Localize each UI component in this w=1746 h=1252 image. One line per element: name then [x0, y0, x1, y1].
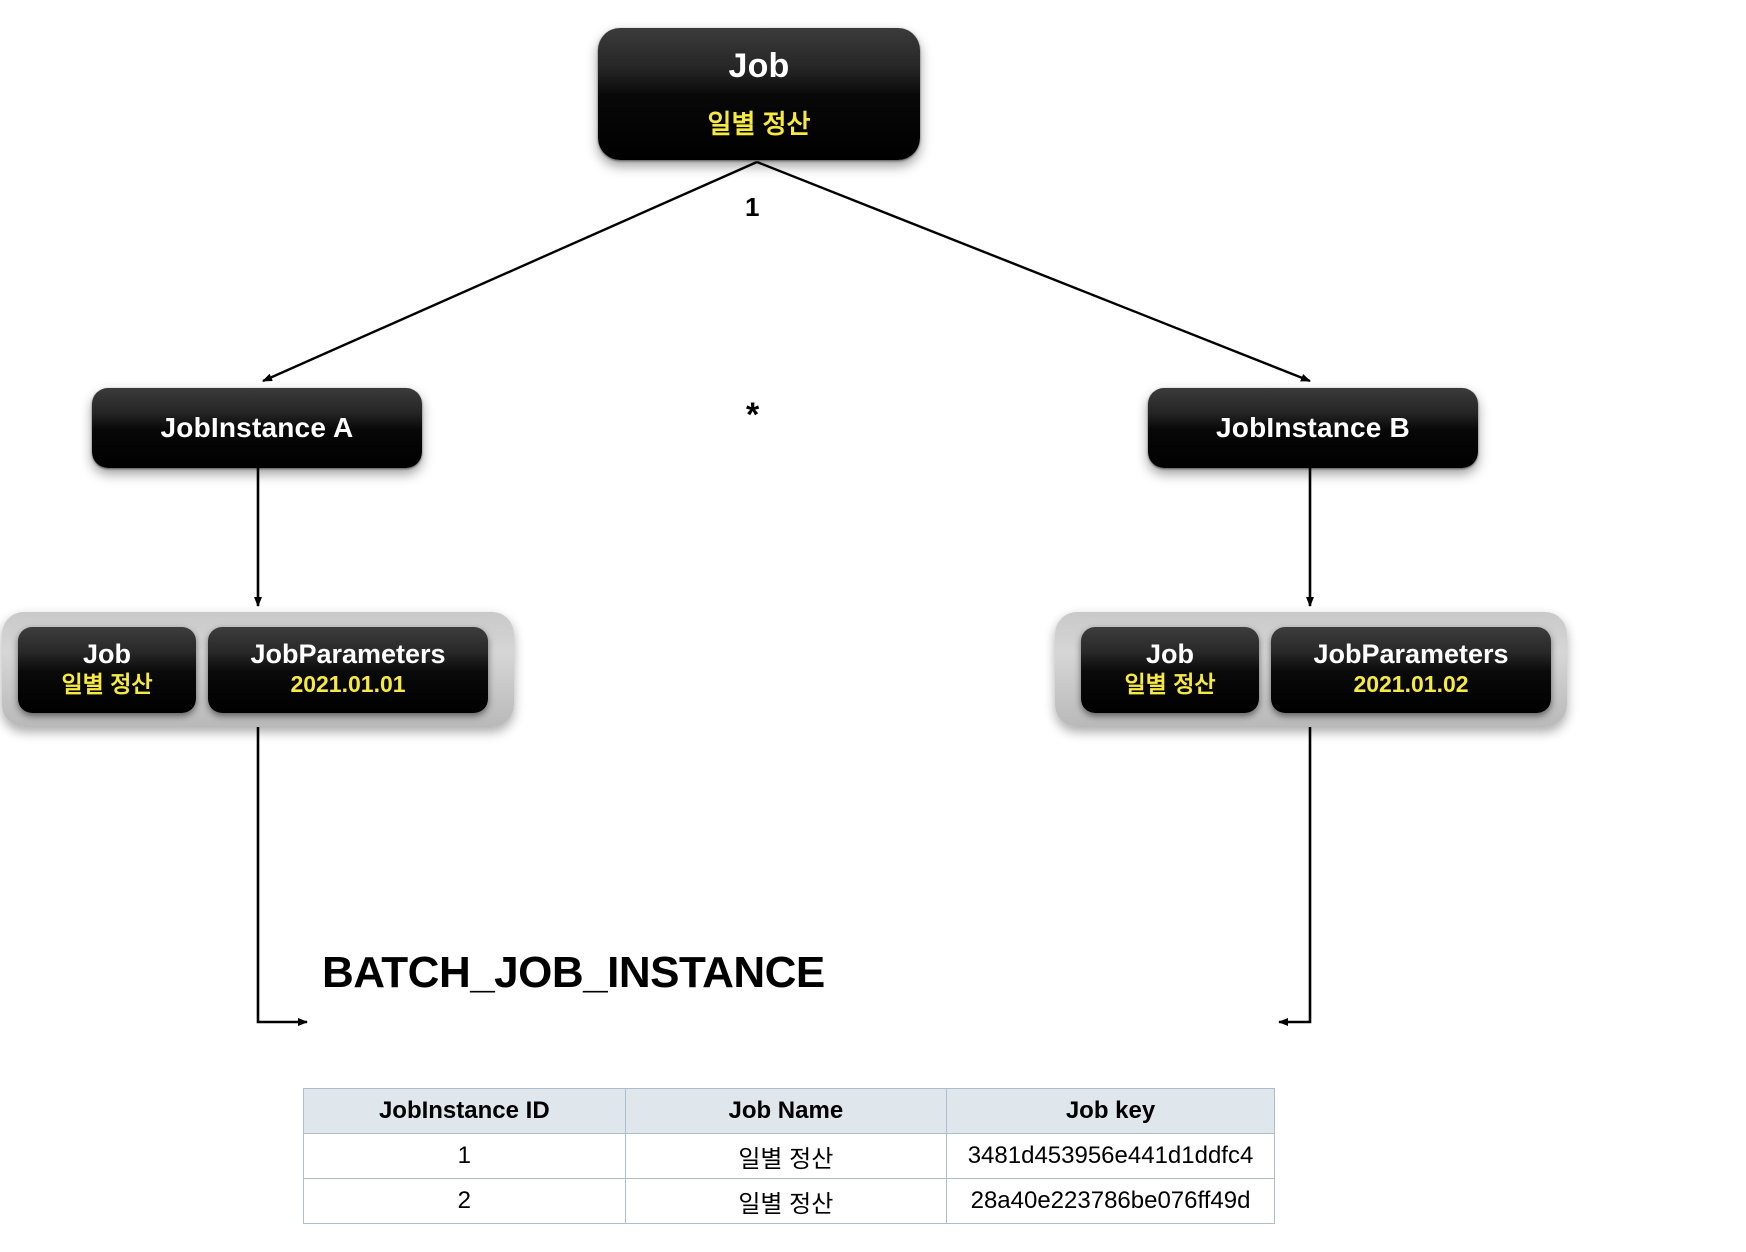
- edge-params-right-to-table: [1278, 727, 1312, 1026]
- table-col-job-key: Job key: [946, 1088, 1275, 1134]
- node-group-left-job-subtitle: 일별 정산: [61, 671, 153, 698]
- node-jobinstance-b[interactable]: JobInstance B: [1148, 388, 1478, 468]
- node-group-left-job[interactable]: Job 일별 정산: [18, 626, 196, 713]
- cell-jobinstance-id: 1: [303, 1133, 626, 1179]
- node-group-left-job-title: Job: [82, 638, 131, 669]
- table-col-job-name: Job Name: [624, 1088, 948, 1134]
- node-group-right-jobparameters-subtitle: 2021.01.02: [1353, 671, 1469, 698]
- edge-params-left-to-table: [256, 727, 308, 1026]
- table-row: 2 일별 정산 28a40e223786be076ff49d: [303, 1178, 1275, 1224]
- node-group-right-job-title: Job: [1145, 638, 1194, 669]
- cell-jobinstance-id: 2: [303, 1178, 626, 1224]
- node-group-left-jobparameters[interactable]: JobParameters 2021.01.01: [208, 626, 488, 713]
- table-col-jobinstance-id: JobInstance ID: [303, 1088, 626, 1134]
- node-job-root-title: Job: [728, 47, 790, 85]
- node-group-right-job-subtitle: 일별 정산: [1124, 671, 1216, 698]
- node-group-left-jobparameters-subtitle: 2021.01.01: [290, 671, 406, 698]
- edge-job-to-instance-a: [262, 160, 758, 383]
- node-group-right-job[interactable]: Job 일별 정산: [1081, 626, 1259, 713]
- node-group-right-jobparameters-title: JobParameters: [1313, 638, 1509, 669]
- cell-job-name: 일별 정산: [624, 1178, 948, 1224]
- node-job-root[interactable]: Job 일별 정산: [598, 28, 920, 160]
- node-job-root-subtitle: 일별 정산: [707, 109, 811, 139]
- node-jobinstance-b-label: JobInstance B: [1216, 412, 1410, 443]
- table-title: BATCH_JOB_INSTANCE: [322, 948, 825, 997]
- edge-job-to-instance-b: [756, 160, 1311, 383]
- cell-job-name: 일별 정산: [624, 1133, 948, 1179]
- cardinality-one-label: 1: [745, 192, 760, 222]
- node-group-left-jobparameters-title: JobParameters: [250, 638, 446, 669]
- group-jobinstance-a-identity: Job 일별 정산 JobParameters 2021.01.01: [2, 612, 514, 727]
- batch-job-instance-table: JobInstance ID Job Name Job key 1 일별 정산 …: [303, 1088, 1275, 1224]
- group-jobinstance-b-identity: Job 일별 정산 JobParameters 2021.01.02: [1055, 612, 1567, 727]
- node-group-right-jobparameters[interactable]: JobParameters 2021.01.02: [1271, 626, 1551, 713]
- cell-job-key: 3481d453956e441d1ddfc4: [946, 1133, 1275, 1179]
- cell-job-key: 28a40e223786be076ff49d: [946, 1178, 1275, 1224]
- table-row: 1 일별 정산 3481d453956e441d1ddfc4: [303, 1133, 1275, 1179]
- node-jobinstance-a[interactable]: JobInstance A: [92, 388, 422, 468]
- table-header-row: JobInstance ID Job Name Job key: [303, 1088, 1275, 1134]
- node-jobinstance-a-label: JobInstance A: [160, 412, 354, 443]
- cardinality-many-label: *: [746, 396, 760, 434]
